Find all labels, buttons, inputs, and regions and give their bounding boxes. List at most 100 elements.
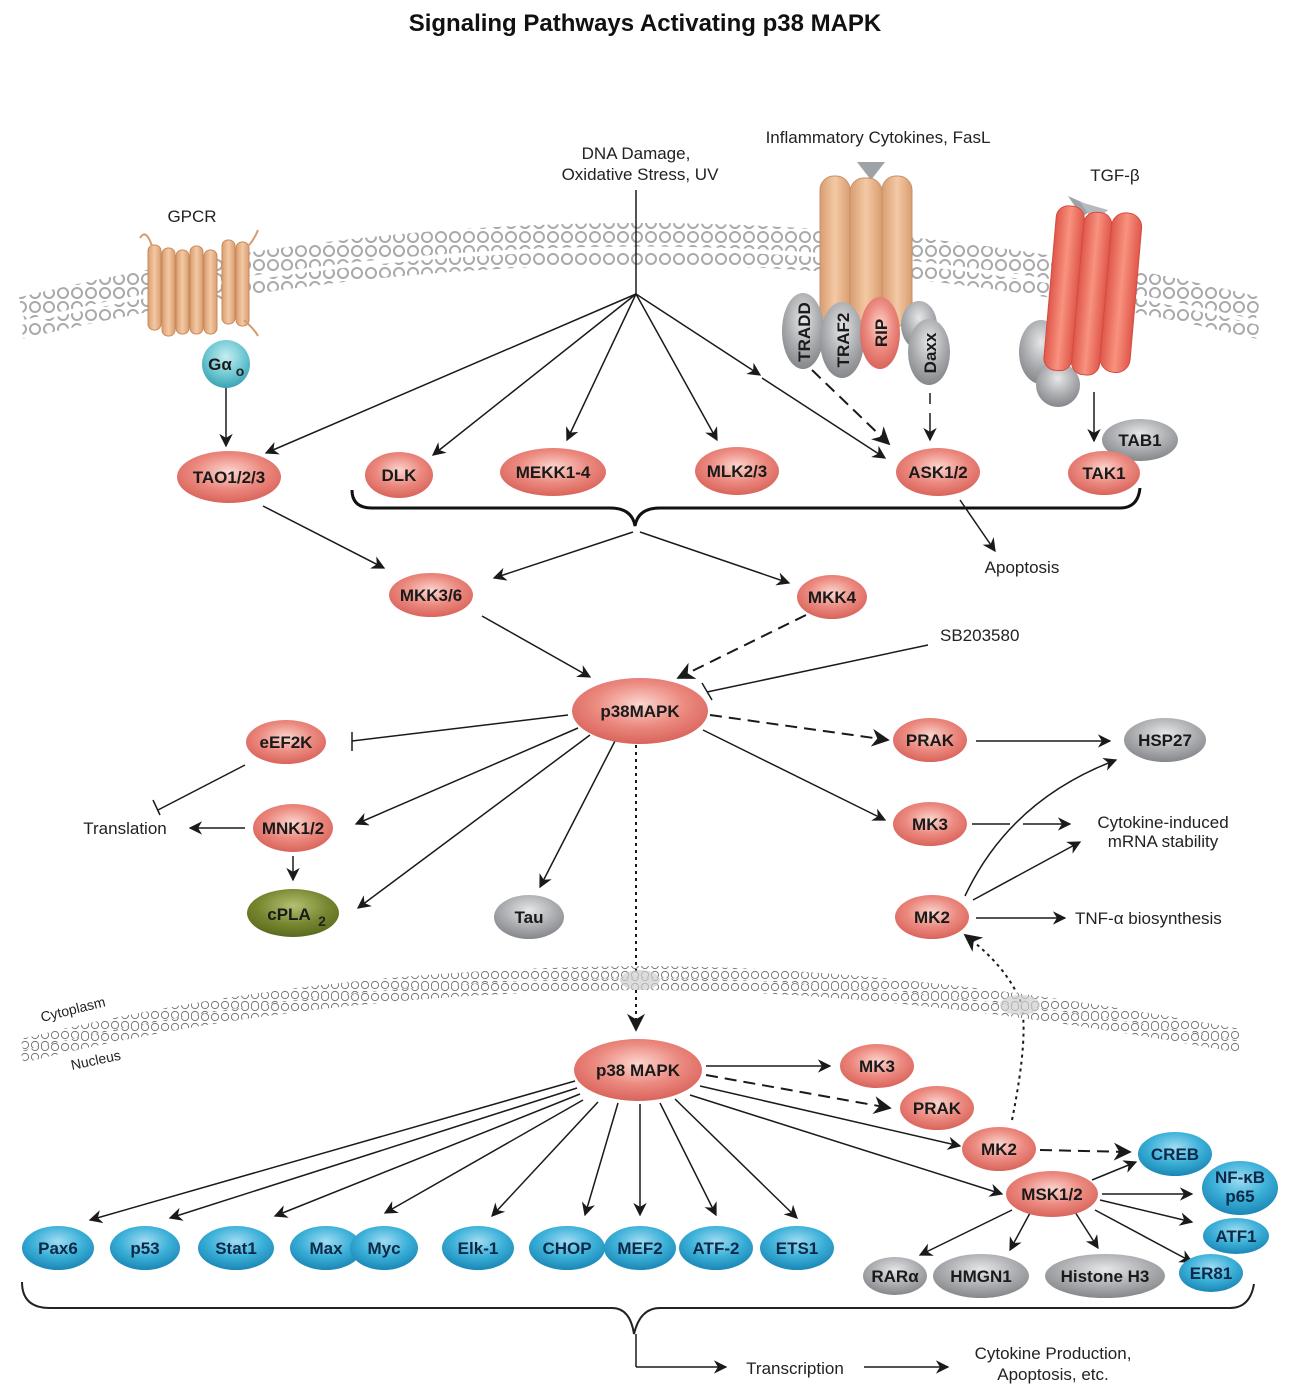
- target-label: ETS1: [776, 1239, 819, 1258]
- target-label: MEF2: [617, 1239, 662, 1258]
- nfkb-label-1: NF-κB: [1215, 1168, 1265, 1187]
- transcription-targets: Pax6 p53 Stat1 Max Myc Elk-1 CHOP MEF2 ATF-2 ETS1: [22, 1226, 834, 1270]
- node-cpla2[interactable]: cPLA 2: [247, 889, 339, 937]
- target-ellipse: [604, 1226, 676, 1270]
- tnf-receptor: [819, 175, 913, 329]
- inflammatory-cytokines-label: Inflammatory Cytokines, FasL: [766, 128, 991, 147]
- node-atf1[interactable]: ATF1: [1203, 1218, 1269, 1254]
- target-label: Max: [309, 1239, 343, 1258]
- cytoplasm-label: Cytoplasm: [39, 993, 107, 1025]
- creb-label: CREB: [1151, 1145, 1199, 1164]
- node-mnk[interactable]: MNK1/2: [253, 804, 333, 852]
- hmgn1-label: HMGN1: [950, 1267, 1011, 1286]
- death-adapters: TRADD TRAF2 RIP Daxx: [782, 293, 950, 385]
- p38-cytoplasm-label: p38MAPK: [600, 702, 680, 721]
- node-mlk[interactable]: MLK2/3: [695, 447, 779, 495]
- node-mk2-nucleus[interactable]: MK2: [962, 1127, 1036, 1171]
- transcription-label: Transcription: [746, 1359, 844, 1378]
- node-prak-cytoplasm[interactable]: PRAK: [893, 718, 967, 762]
- target-ellipse: [110, 1226, 180, 1270]
- target-ellipse: [22, 1226, 94, 1270]
- target-label: ATF-2: [693, 1239, 740, 1258]
- cpla2-label: cPLA: [267, 905, 310, 924]
- node-target-p53[interactable]: p53: [110, 1226, 180, 1270]
- node-tao[interactable]: TAO1/2/3: [177, 451, 281, 503]
- tgf-beta-label: TGF-β: [1090, 166, 1140, 185]
- node-p38-nucleus[interactable]: p38 MAPK: [574, 1039, 702, 1101]
- mekk-label: MEKK1-4: [516, 463, 591, 482]
- mkk36-label: MKK3/6: [400, 586, 462, 605]
- mnk-label: MNK1/2: [262, 819, 324, 838]
- node-er81[interactable]: ER81: [1179, 1254, 1243, 1292]
- nucleus-label: Nucleus: [69, 1047, 122, 1073]
- mrna-stability-label-1: Cytokine-induced: [1097, 813, 1228, 832]
- node-target-max[interactable]: Max: [290, 1226, 362, 1270]
- msk-label: MSK1/2: [1021, 1185, 1082, 1204]
- target-ellipse: [529, 1226, 605, 1270]
- target-label: p53: [130, 1239, 159, 1258]
- tau-label: Tau: [515, 908, 544, 927]
- node-nfkb[interactable]: NF-κB p65: [1202, 1161, 1278, 1215]
- node-target-pax6[interactable]: Pax6: [22, 1226, 94, 1270]
- galpha-label: Gα: [208, 355, 232, 374]
- daxx-label: Daxx: [921, 332, 940, 373]
- node-p38-cytoplasm[interactable]: p38MAPK: [572, 678, 708, 744]
- node-tau[interactable]: Tau: [494, 895, 564, 939]
- gpcr-receptor: [139, 229, 259, 337]
- rara-label: RARα: [871, 1267, 919, 1286]
- node-target-atf-2[interactable]: ATF-2: [679, 1226, 753, 1270]
- target-label: Stat1: [215, 1239, 257, 1258]
- node-target-mef2[interactable]: MEF2: [604, 1226, 676, 1270]
- translation-label: Translation: [83, 819, 166, 838]
- node-creb[interactable]: CREB: [1138, 1132, 1212, 1176]
- ask-label: ASK1/2: [908, 463, 968, 482]
- mrna-stability-label-2: mRNA stability: [1108, 832, 1219, 851]
- node-prak-nucleus[interactable]: PRAK: [900, 1086, 974, 1130]
- node-histone-h3[interactable]: Histone H3: [1045, 1254, 1165, 1298]
- dlk-label: DLK: [382, 466, 418, 485]
- rip-label: RIP: [872, 319, 891, 347]
- target-ellipse: [760, 1226, 834, 1270]
- tak1-label: TAK1: [1082, 464, 1125, 483]
- node-eef2k[interactable]: eEF2K: [246, 720, 326, 764]
- er81-label: ER81: [1190, 1264, 1233, 1283]
- node-target-chop[interactable]: CHOP: [529, 1226, 605, 1270]
- node-mk3-nucleus[interactable]: MK3: [840, 1044, 914, 1088]
- nuclear-pore-1: [620, 970, 660, 990]
- target-ellipse: [350, 1226, 418, 1270]
- target-label: Pax6: [38, 1239, 78, 1258]
- mk3-nucleus-label: MK3: [859, 1057, 895, 1076]
- node-target-ets1[interactable]: ETS1: [760, 1226, 834, 1270]
- node-ask[interactable]: ASK1/2: [896, 448, 980, 496]
- node-mkk4[interactable]: MKK4: [797, 575, 867, 619]
- tnf-biosynthesis-label: TNF-α biosynthesis: [1075, 909, 1222, 928]
- prak-cytoplasm-label: PRAK: [906, 731, 955, 750]
- cpla2-sub: 2: [318, 913, 326, 929]
- node-dlk[interactable]: DLK: [365, 452, 433, 498]
- node-hmgn1[interactable]: HMGN1: [933, 1254, 1029, 1298]
- node-mk2-cytoplasm[interactable]: MK2: [895, 895, 969, 939]
- final-outcome-label-2: Apoptosis, etc.: [997, 1365, 1109, 1384]
- node-hsp27[interactable]: HSP27: [1124, 718, 1206, 762]
- tgf-receptor: [1019, 205, 1143, 407]
- target-ellipse: [679, 1226, 753, 1270]
- node-target-myc[interactable]: Myc: [350, 1226, 418, 1270]
- edges: [21, 190, 1255, 1374]
- node-target-elk-1[interactable]: Elk-1: [442, 1226, 514, 1270]
- node-mkk36[interactable]: MKK3/6: [389, 573, 473, 617]
- histone-h3-label: Histone H3: [1061, 1267, 1150, 1286]
- node-mekk[interactable]: MEKK1-4: [500, 448, 606, 496]
- node-tab1[interactable]: TAB1: [1102, 419, 1178, 461]
- mk2-nucleus-label: MK2: [981, 1140, 1017, 1159]
- node-rara[interactable]: RARα: [863, 1257, 927, 1295]
- eef2k-label: eEF2K: [260, 733, 314, 752]
- node-target-stat1[interactable]: Stat1: [198, 1226, 274, 1270]
- node-tak1[interactable]: TAK1: [1068, 451, 1140, 495]
- node-galpha[interactable]: Gα o: [202, 340, 250, 388]
- prak-nucleus-label: PRAK: [913, 1099, 962, 1118]
- node-msk[interactable]: MSK1/2: [1006, 1171, 1098, 1217]
- node-mk3-cytoplasm[interactable]: MK3: [893, 802, 967, 846]
- mk2-cytoplasm-label: MK2: [914, 908, 950, 927]
- target-ellipse: [198, 1226, 274, 1270]
